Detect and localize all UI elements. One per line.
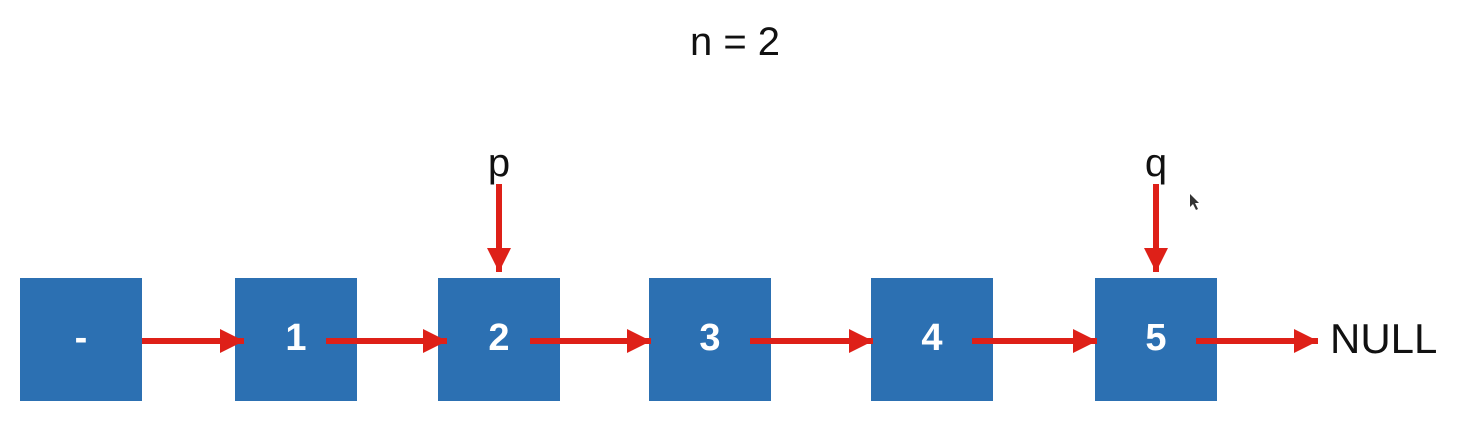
pointer-label: q — [1145, 141, 1167, 185]
pointer-q: q — [1144, 141, 1168, 272]
node-label: 5 — [1145, 317, 1166, 359]
node-label: 3 — [699, 317, 720, 359]
node-label: - — [75, 317, 88, 359]
node-box — [20, 278, 142, 401]
diagram-title: n = 2 — [690, 20, 780, 64]
node-label: 4 — [921, 317, 942, 359]
mouse-cursor-icon — [1190, 194, 1199, 210]
node-label: 2 — [488, 317, 509, 359]
node-label: 1 — [285, 317, 306, 359]
pointer-p: p — [487, 141, 511, 272]
null-terminal: NULL — [1330, 315, 1437, 362]
pointer-label: p — [488, 141, 510, 185]
list-node-head: - — [20, 278, 142, 401]
pointers-layer: p q — [487, 141, 1168, 272]
